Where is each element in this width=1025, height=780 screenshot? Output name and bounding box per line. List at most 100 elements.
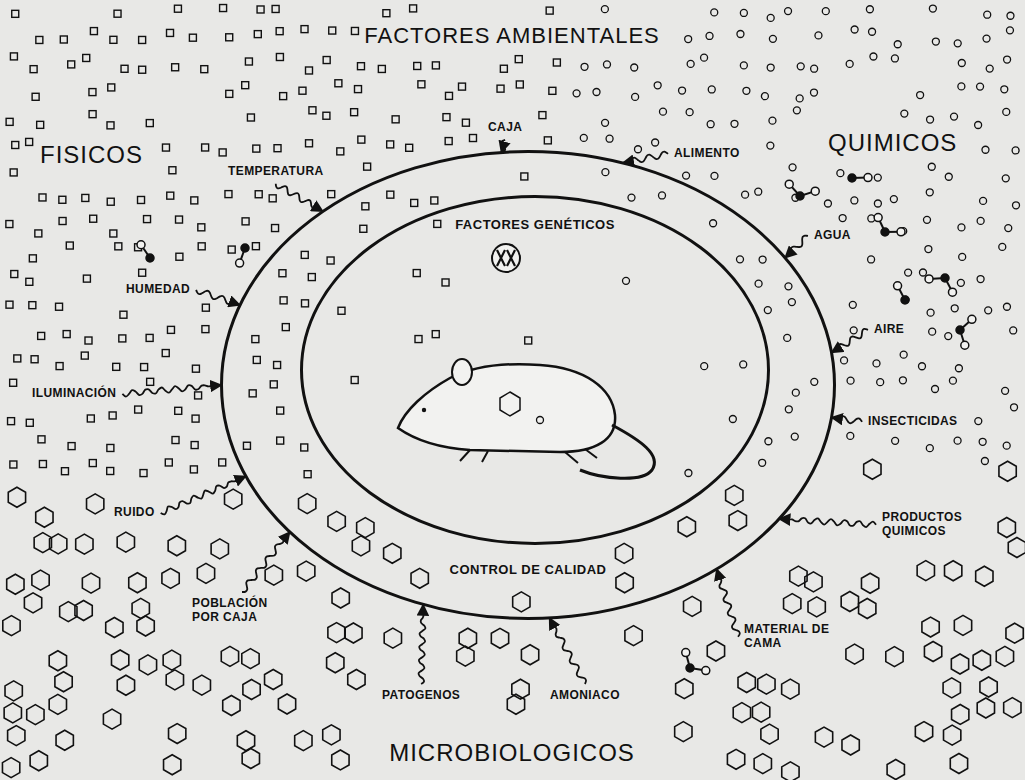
chemical-circle bbox=[602, 169, 609, 176]
physical-square bbox=[140, 470, 147, 477]
microbe-hexagon bbox=[675, 722, 692, 742]
chemical-circle bbox=[982, 146, 989, 153]
chemical-circle bbox=[679, 87, 686, 94]
chemical-circle bbox=[701, 363, 708, 370]
physical-square bbox=[176, 253, 183, 260]
chemical-circle bbox=[977, 83, 984, 90]
leader-arrow bbox=[196, 290, 240, 305]
physical-square bbox=[323, 57, 330, 64]
physical-square bbox=[8, 418, 15, 425]
physical-square bbox=[11, 271, 18, 278]
chemical-circle bbox=[822, 8, 829, 15]
physical-square bbox=[516, 81, 523, 88]
physical-square bbox=[277, 407, 284, 414]
microbe-hexagon bbox=[75, 601, 92, 621]
physical-square bbox=[272, 225, 279, 232]
chromosome-symbol bbox=[492, 244, 520, 272]
physical-square bbox=[553, 59, 560, 66]
chemical-circle bbox=[710, 220, 717, 227]
physical-square bbox=[109, 412, 116, 419]
physical-square bbox=[445, 92, 452, 99]
chemical-circle bbox=[1005, 225, 1012, 232]
chemical-circle bbox=[764, 307, 771, 314]
diagram-title: FACTORES AMBIENTALES bbox=[362, 22, 661, 49]
physical-square bbox=[56, 363, 63, 370]
microbe-hexagon bbox=[265, 670, 282, 690]
microbe-hexagon bbox=[345, 623, 362, 643]
leader-lines bbox=[122, 140, 876, 684]
physical-square bbox=[243, 442, 250, 449]
chemical-circle bbox=[765, 438, 772, 445]
chemical-circle bbox=[737, 31, 744, 38]
physical-square bbox=[351, 27, 358, 34]
factor-label: AMONIACO bbox=[548, 688, 622, 704]
microbe-hexagon bbox=[76, 534, 93, 554]
microbe-hexagon bbox=[166, 670, 183, 690]
microbe-hexagon bbox=[298, 561, 315, 581]
physical-square bbox=[29, 255, 36, 262]
leader-arrow bbox=[161, 476, 246, 514]
physical-square bbox=[220, 5, 227, 12]
physical-square bbox=[323, 112, 330, 119]
leader-arrow bbox=[623, 152, 668, 163]
factor-label: PRODUCTOS QUIMICOS bbox=[880, 510, 976, 540]
chemical-circle bbox=[985, 307, 992, 314]
microbe-hexagon bbox=[352, 536, 369, 556]
factor-label: CAJA bbox=[486, 120, 524, 136]
chemical-circle bbox=[580, 134, 587, 141]
microbe-hexagon bbox=[162, 568, 179, 588]
chemical-circle bbox=[905, 269, 912, 276]
chemical-circle bbox=[1013, 202, 1020, 209]
chemical-circle bbox=[815, 32, 822, 39]
physical-square bbox=[146, 334, 153, 341]
physical-square bbox=[121, 65, 128, 72]
physical-square bbox=[364, 163, 371, 170]
physical-square bbox=[12, 141, 19, 148]
microbe-hexagon bbox=[197, 563, 214, 583]
chemical-circle bbox=[708, 86, 715, 93]
physical-square bbox=[411, 199, 418, 206]
physical-square bbox=[252, 243, 259, 250]
microbe-hexagon bbox=[1004, 698, 1021, 718]
chemical-circle bbox=[877, 379, 884, 386]
physical-square bbox=[162, 144, 169, 151]
chemical-circle bbox=[999, 243, 1006, 250]
microbe-hexagon bbox=[225, 489, 242, 509]
microbe-hexagon bbox=[295, 731, 312, 751]
chemical-circle bbox=[706, 32, 713, 39]
physical-square bbox=[351, 377, 358, 384]
factor-label: ILUMINACIÓN bbox=[30, 386, 118, 402]
physical-square bbox=[443, 114, 450, 121]
physical-square bbox=[10, 461, 17, 468]
chemical-circle bbox=[785, 283, 792, 290]
microbe-hexagon bbox=[299, 494, 316, 514]
chemical-circle bbox=[810, 89, 817, 96]
chemical-circle bbox=[929, 5, 936, 12]
physical-square bbox=[36, 36, 43, 43]
chemical-circle bbox=[659, 192, 666, 199]
physical-square bbox=[174, 5, 181, 12]
physical-square bbox=[172, 64, 179, 71]
microbe-hexagon bbox=[36, 507, 53, 527]
microbe-hexagon bbox=[211, 539, 228, 559]
physical-square bbox=[119, 335, 126, 342]
physical-square bbox=[89, 460, 96, 467]
physical-square bbox=[60, 36, 67, 43]
physical-square bbox=[83, 275, 90, 282]
physical-square bbox=[39, 194, 46, 201]
leader-arrow bbox=[785, 236, 808, 258]
microbe-hexagon bbox=[169, 724, 186, 744]
physical-square bbox=[392, 116, 399, 123]
chemical-circle bbox=[685, 469, 692, 476]
physical-square bbox=[414, 62, 421, 69]
chemical-circle bbox=[603, 61, 610, 68]
physical-square bbox=[304, 471, 311, 478]
factor-label: MATERIAL DE CAMA bbox=[742, 622, 834, 652]
microbe-hexagon bbox=[132, 598, 149, 618]
chemical-circle bbox=[958, 83, 965, 90]
microbe-hexagon bbox=[625, 626, 642, 646]
physical-square bbox=[469, 135, 476, 142]
microbe-hexagon bbox=[242, 649, 259, 669]
physical-square bbox=[327, 257, 334, 264]
chemical-circle bbox=[685, 36, 692, 43]
